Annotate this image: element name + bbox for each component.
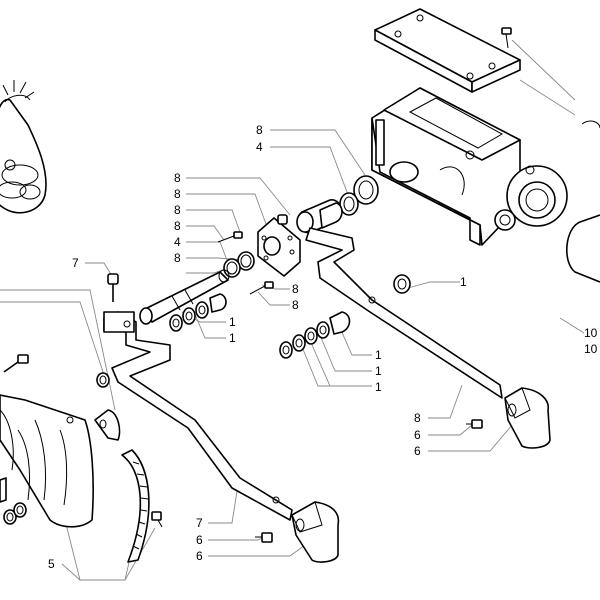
callout-1: 1 [460, 275, 467, 289]
housing-seal-rings [339, 175, 379, 216]
rack-screw-icon [151, 511, 163, 528]
callout-1: 1 [375, 380, 382, 394]
callout-6: 6 [414, 444, 421, 458]
callout-6: 6 [414, 428, 421, 442]
callout-10: 10 [584, 342, 598, 356]
callout-6: 6 [196, 549, 203, 563]
callout-labels: 8 4 8 8 8 8 4 8 7 1 8 8 1 1 1 1 1 10 10 … [48, 123, 598, 571]
valve-housing [371, 87, 568, 246]
flange-bolt-icon [217, 214, 288, 295]
callout-8: 8 [292, 298, 299, 312]
left-pedal-arm [103, 311, 293, 521]
callout-5: 5 [48, 557, 55, 571]
pedal-screw-icon [466, 419, 483, 429]
callout-4: 4 [256, 140, 263, 154]
callout-8: 8 [174, 251, 181, 265]
callout-1: 1 [229, 315, 236, 329]
left-pedal-pad [291, 501, 340, 563]
callout-8: 8 [414, 411, 421, 425]
callout-7: 7 [72, 256, 79, 270]
right-pedal-arm [305, 227, 503, 399]
callout-8: 8 [174, 171, 181, 185]
right-pedal-shaft [296, 199, 343, 234]
callout-1: 1 [229, 331, 236, 345]
callout-4: 4 [174, 235, 181, 249]
callout-8: 8 [174, 203, 181, 217]
callout-8: 8 [174, 219, 181, 233]
bottom-pedal-screw-icon [255, 532, 273, 543]
left-clamp [94, 409, 121, 441]
left-pedal-shaft [139, 269, 230, 325]
callout-8: 8 [292, 282, 299, 296]
bolt-7-icon [107, 273, 119, 302]
callout-8: 8 [256, 123, 263, 137]
right-pedal-pad [504, 387, 551, 449]
callout-8: 8 [174, 187, 181, 201]
callout-1: 1 [375, 348, 382, 362]
flange-plate [257, 217, 301, 277]
ratchet-rack [121, 449, 150, 563]
parts-bag-icon [0, 80, 47, 214]
washer-row-lower [279, 311, 351, 359]
callout-7: 7 [196, 516, 203, 530]
left-bracket [0, 394, 94, 528]
washer-row-upper [169, 293, 227, 332]
left-washers [0, 477, 27, 525]
housing-cover-plate [374, 8, 521, 93]
bushing-icon [393, 274, 411, 294]
callout-10: 10 [584, 326, 598, 340]
cover-screw-icon [501, 27, 512, 49]
callout-6: 6 [196, 533, 203, 547]
callout-1: 1 [375, 364, 382, 378]
left-bolt-icon [3, 354, 110, 388]
cylinder-cap [565, 120, 600, 283]
